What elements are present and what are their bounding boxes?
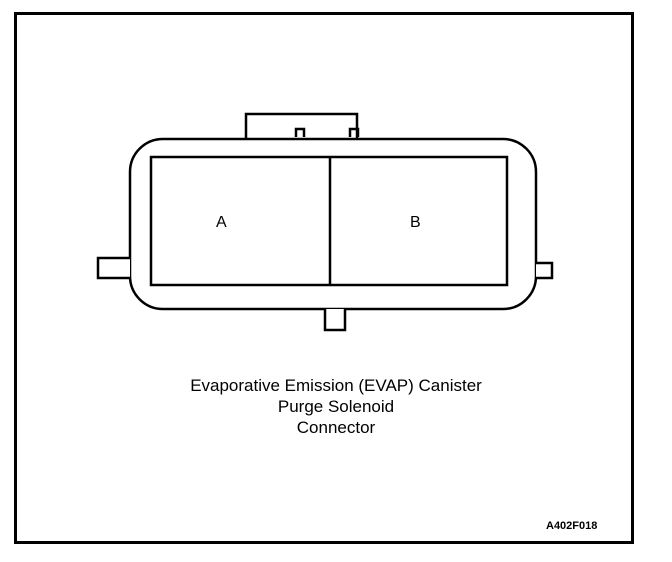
caption-line-3: Connector: [296, 418, 376, 437]
diagram-caption: Evaporative Emission (EVAP) Canister Pur…: [0, 375, 672, 438]
left-side-key: [96, 256, 130, 280]
caption-line-1: Evaporative Emission (EVAP) Canister: [190, 376, 482, 395]
pin-label-b: B: [410, 214, 421, 231]
latch-notch-left: [294, 127, 306, 137]
diagram-frame: [14, 12, 634, 544]
bottom-tab: [323, 309, 347, 332]
pin-label-a: A: [216, 214, 227, 231]
right-side-key: [536, 261, 554, 280]
figure-id: A402F018: [546, 520, 598, 532]
caption-line-2: Purge Solenoid: [277, 397, 395, 416]
latch-notch-right: [348, 127, 360, 137]
